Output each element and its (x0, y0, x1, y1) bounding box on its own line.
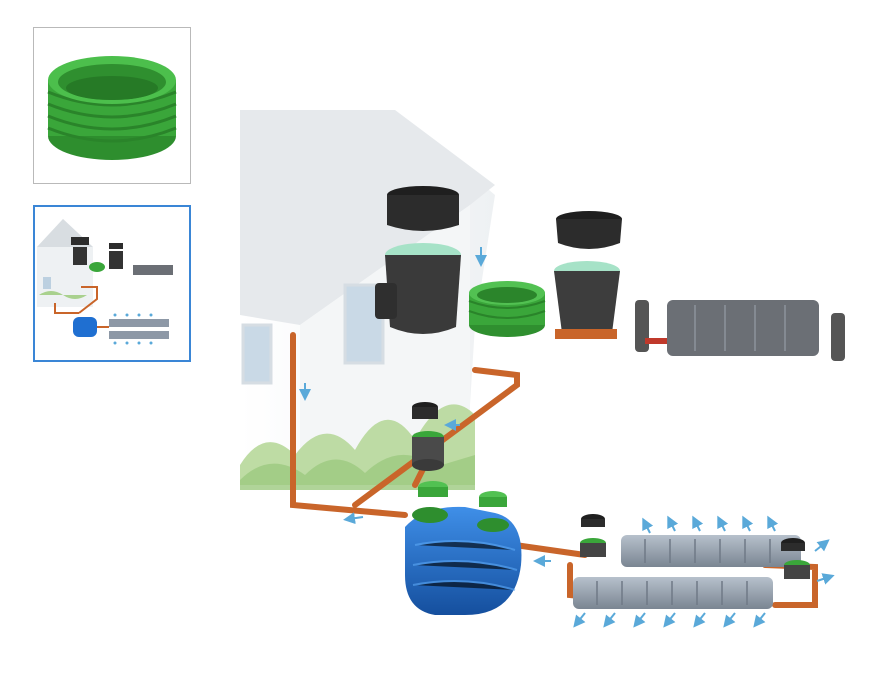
main-product-image (225, 95, 865, 655)
small-black-cover (412, 402, 438, 419)
tank-rings (418, 481, 507, 507)
blue-storage-tank (405, 506, 522, 615)
thumbnail-green-ring[interactable] (33, 27, 191, 184)
infiltration-crate-module (635, 300, 845, 361)
rainwater-infiltration-system-diagram (240, 110, 845, 628)
filter-shaft (375, 243, 461, 334)
inspection-shaft (554, 211, 622, 339)
green-ring-icon (47, 56, 177, 160)
shaft-cover-black (387, 186, 459, 231)
small-green-shaft (412, 431, 444, 471)
infiltration-crate-rows (573, 514, 810, 609)
thumbnail-system-overview[interactable] (33, 205, 191, 362)
drainage-system-overview-icon (37, 219, 173, 345)
green-ring (468, 281, 546, 337)
